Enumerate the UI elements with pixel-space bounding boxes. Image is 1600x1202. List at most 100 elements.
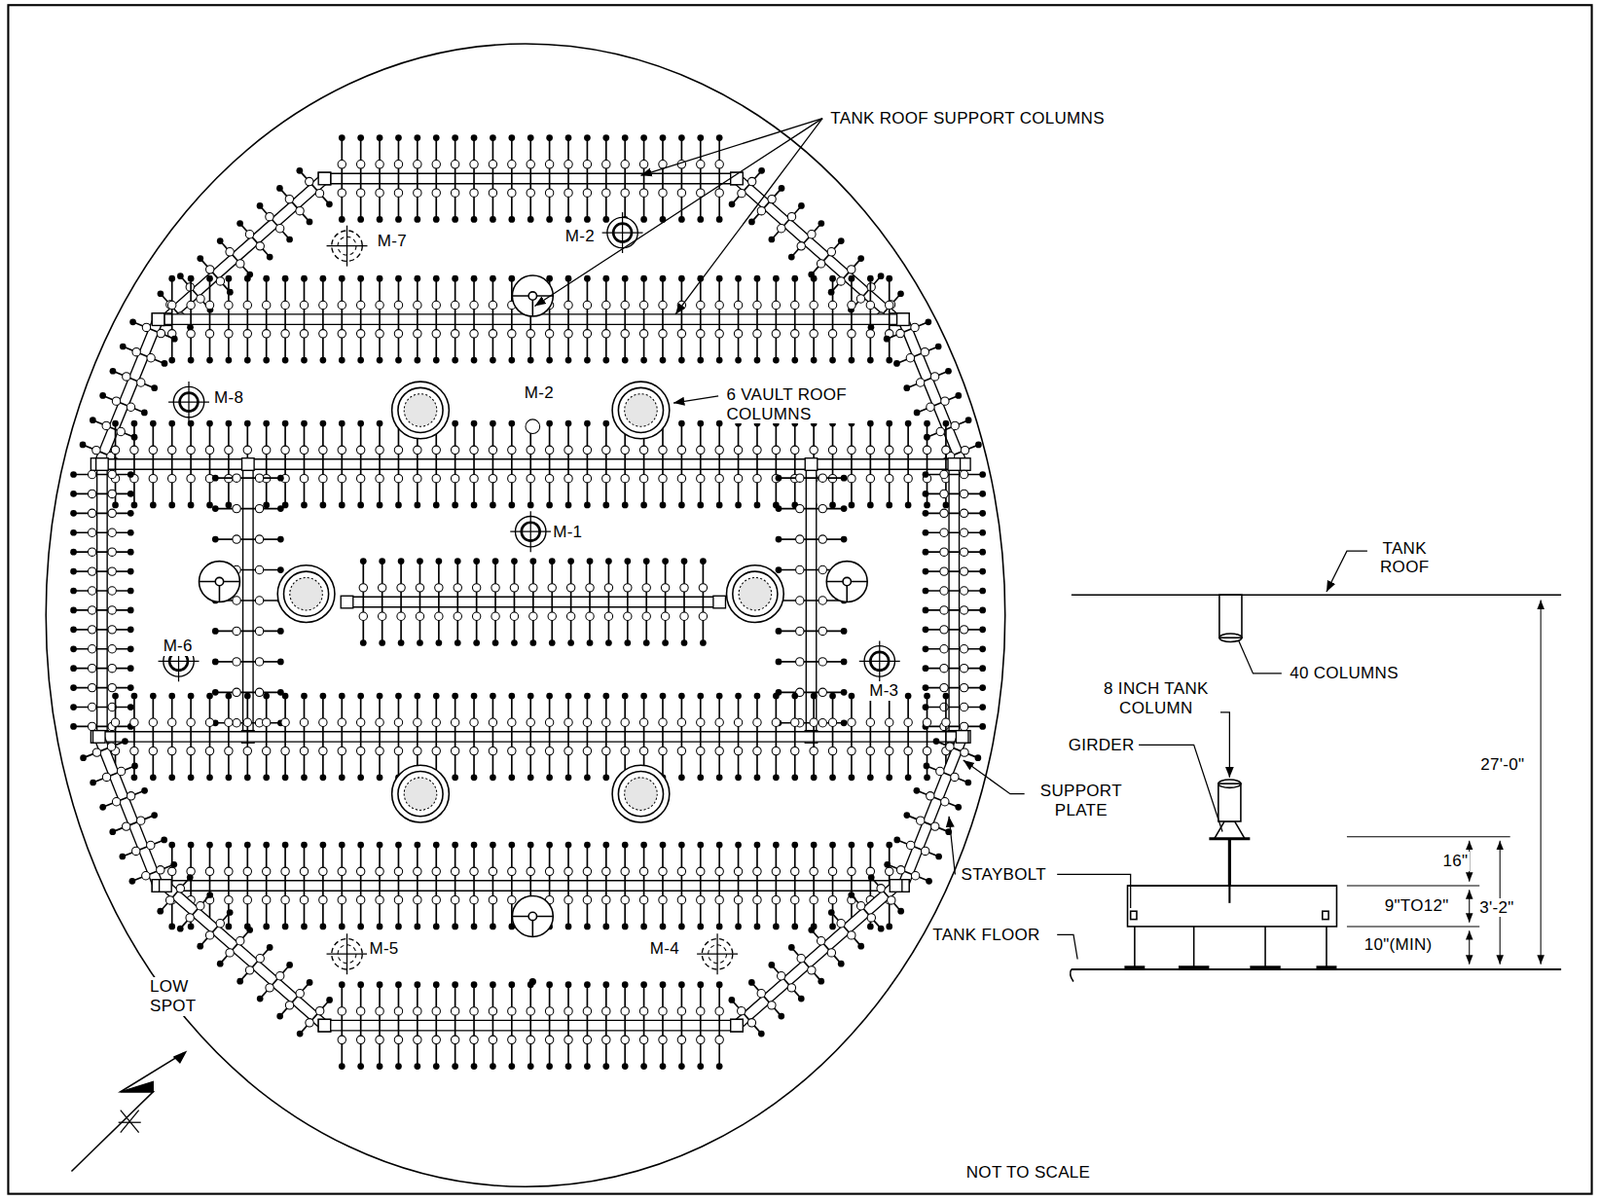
staybolt xyxy=(715,420,724,510)
staybolt xyxy=(768,202,805,243)
staybolt xyxy=(70,606,134,615)
staybolt xyxy=(582,134,591,223)
staybolt xyxy=(299,692,308,782)
staybolt xyxy=(168,420,177,510)
staybolt xyxy=(337,420,346,510)
staybolt xyxy=(866,692,874,782)
staybolt xyxy=(89,416,138,440)
staybolt xyxy=(767,961,804,1002)
staybolt xyxy=(775,626,848,635)
staybolt xyxy=(156,873,193,914)
staybolt xyxy=(276,979,313,1019)
staybolt xyxy=(922,420,931,510)
staybolt xyxy=(205,420,214,510)
staybolt xyxy=(119,343,168,367)
staybolt xyxy=(296,996,333,1037)
staybolt xyxy=(394,134,402,223)
staybolt xyxy=(922,547,986,556)
staybolt xyxy=(748,184,785,225)
girder xyxy=(151,275,910,364)
staybolt xyxy=(397,557,405,647)
staybolt xyxy=(236,219,273,260)
staybolt xyxy=(148,692,157,782)
staybolt xyxy=(545,981,553,1070)
manhole-label: M-2 xyxy=(522,383,556,403)
staybolt xyxy=(733,841,742,931)
staybolt xyxy=(375,981,384,1070)
staybolt xyxy=(922,606,986,615)
dimension-label: 3'-2" xyxy=(1477,898,1516,918)
staybolt xyxy=(450,134,459,223)
staybolt xyxy=(809,841,818,931)
staybolt xyxy=(262,275,271,364)
elevation-detail xyxy=(1070,594,1562,982)
staybolt xyxy=(224,275,233,364)
staybolt xyxy=(602,981,611,1070)
staybolt xyxy=(658,420,667,510)
staybolt xyxy=(413,134,422,223)
staybolt xyxy=(866,841,874,931)
staybolt xyxy=(415,557,424,647)
staybolt xyxy=(319,692,328,782)
staybolt xyxy=(602,420,611,510)
girder-beam xyxy=(898,734,968,888)
staybolt xyxy=(356,134,364,223)
staybolt xyxy=(186,275,195,364)
sheet-border xyxy=(7,4,1592,1194)
staybolt xyxy=(715,134,724,223)
manhole-symbol xyxy=(509,510,551,552)
staybolt xyxy=(620,981,629,1070)
staybolt xyxy=(450,420,459,510)
staybolt xyxy=(753,841,762,931)
staybolt xyxy=(470,692,478,782)
staybolt xyxy=(866,420,874,510)
girder xyxy=(157,167,333,331)
staybolt xyxy=(99,787,148,811)
staybolt xyxy=(545,692,553,782)
staybolt xyxy=(923,416,972,440)
manhole-label: M-6 xyxy=(161,636,195,656)
staybolt xyxy=(217,926,254,967)
staybolt xyxy=(807,237,844,278)
staybolt xyxy=(394,420,402,510)
staybolt xyxy=(394,275,402,364)
staybolt xyxy=(660,557,669,647)
leader-lines xyxy=(71,118,1367,1172)
staybolt xyxy=(566,557,575,647)
staybolt xyxy=(224,692,233,782)
staybolt xyxy=(177,272,214,313)
manhole-symbol xyxy=(168,381,210,423)
staybolt xyxy=(450,692,459,782)
staybolt xyxy=(470,981,478,1070)
staybolt xyxy=(212,719,285,728)
staybolt xyxy=(680,557,689,647)
staybolt xyxy=(243,692,252,782)
staybolt xyxy=(526,692,535,782)
staybolt xyxy=(488,692,497,782)
staybolt xyxy=(186,420,195,510)
staybolt xyxy=(488,981,497,1070)
staybolt xyxy=(70,586,134,595)
staybolt xyxy=(847,275,856,364)
staybolt xyxy=(582,275,591,364)
staybolt xyxy=(217,237,254,278)
staybolt xyxy=(677,275,686,364)
support-plate xyxy=(897,313,910,327)
support-plate xyxy=(92,730,106,744)
staybolt xyxy=(377,557,386,647)
support-plate xyxy=(947,458,961,472)
staybolt xyxy=(791,841,800,931)
manhole-label: M-4 xyxy=(648,939,682,959)
support-plate xyxy=(804,458,818,472)
support-plate xyxy=(897,313,910,327)
callout-label: NOT TO SCALE xyxy=(964,1163,1092,1183)
support-plate xyxy=(730,1018,744,1032)
staybolt xyxy=(602,134,611,223)
support-plate xyxy=(318,172,331,185)
staybolt xyxy=(281,692,290,782)
staybolt xyxy=(491,557,500,647)
staybolt xyxy=(319,275,328,364)
staybolt xyxy=(771,841,780,931)
dimension-label: 10"(MIN) xyxy=(1362,935,1435,955)
